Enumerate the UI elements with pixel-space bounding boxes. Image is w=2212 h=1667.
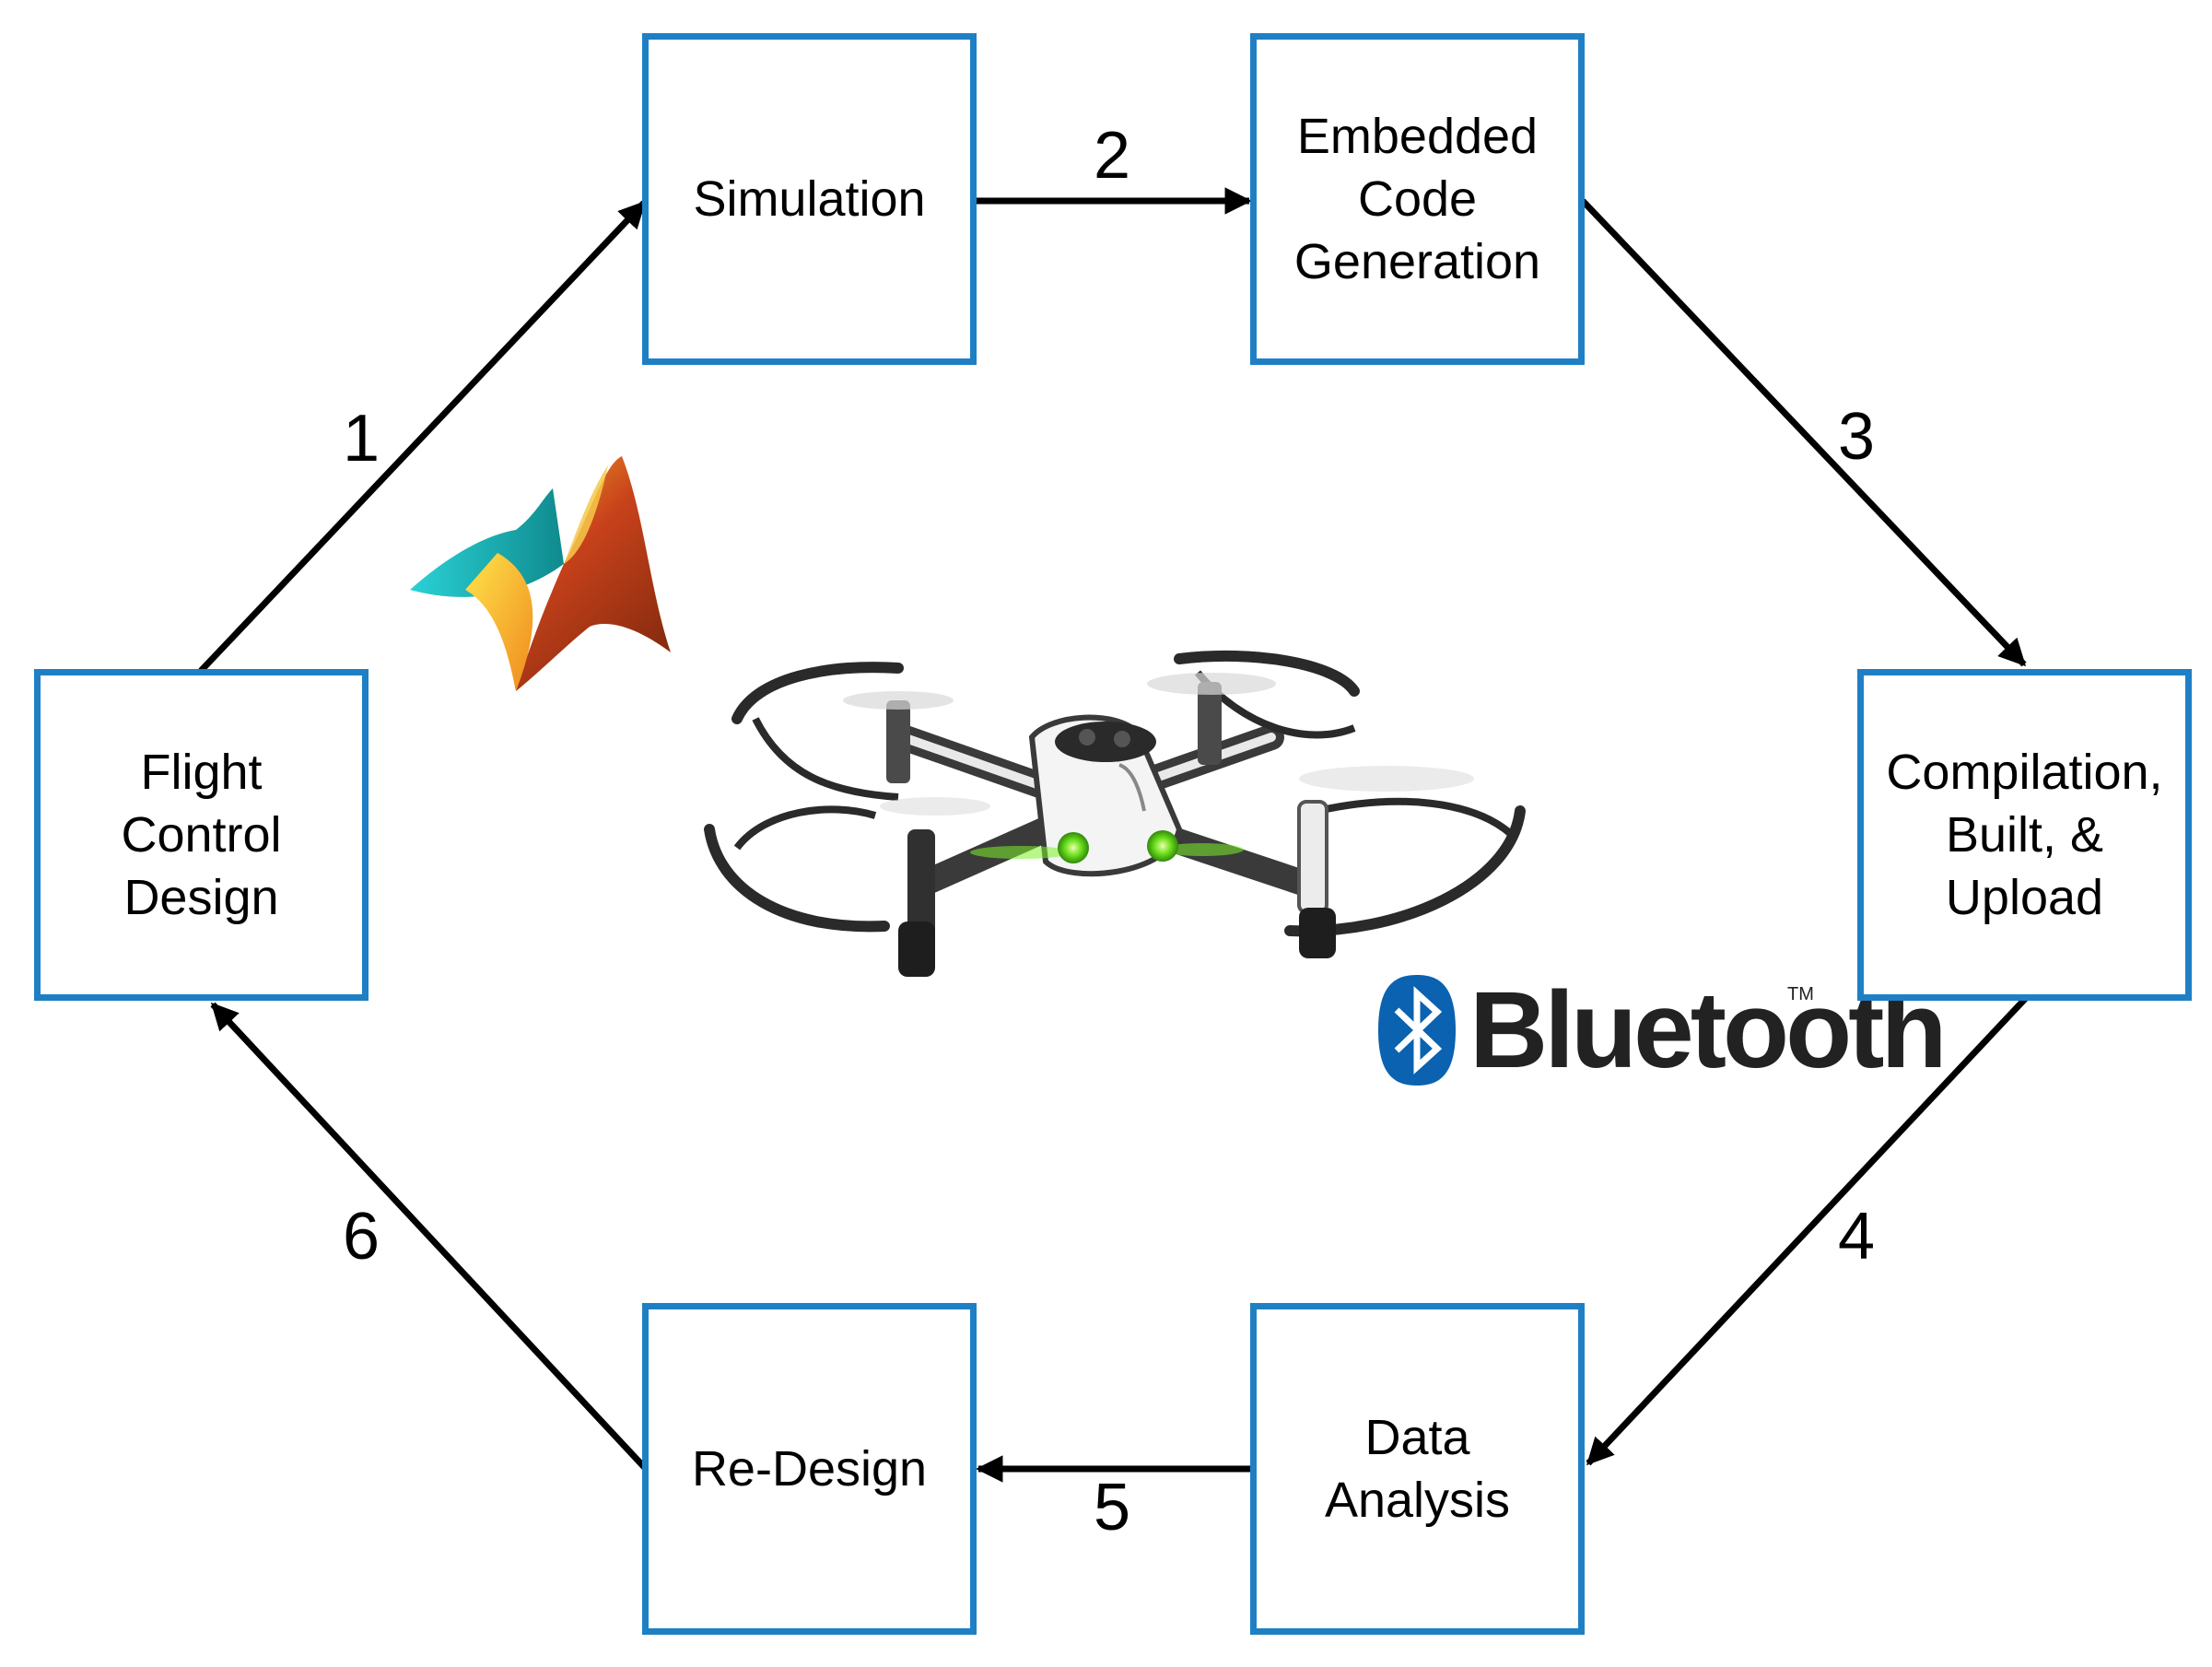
step-number-4: 4 bbox=[1838, 1200, 1876, 1274]
box-embedded-code-generation: Embedded Code Generation bbox=[1250, 33, 1585, 365]
box-label: Compilation, Built, & Upload bbox=[1886, 745, 2163, 925]
matlab-logo bbox=[410, 456, 671, 691]
box-data-analysis: Data Analysis bbox=[1250, 1303, 1585, 1635]
arrow-1 bbox=[198, 200, 647, 674]
box-label: Embedded Code Generation bbox=[1293, 109, 1541, 289]
step-number-6: 6 bbox=[343, 1200, 380, 1274]
box-flight-control-design: Flight Control Design bbox=[34, 669, 369, 1001]
step-number-3: 3 bbox=[1838, 400, 1876, 474]
arrow-3 bbox=[1580, 198, 2027, 667]
box-compilation-built-upload: Compilation, Built, & Upload bbox=[1857, 669, 2192, 1001]
step-number-1: 1 bbox=[343, 402, 380, 475]
arrow-4 bbox=[1586, 995, 2029, 1466]
box-label: Flight Control Design bbox=[121, 745, 282, 925]
box-re-design: Re-Design bbox=[642, 1303, 977, 1635]
step-number-5: 5 bbox=[1094, 1471, 1131, 1544]
box-label: Data Analysis bbox=[1324, 1410, 1511, 1528]
step-number-2: 2 bbox=[1094, 119, 1131, 193]
bluetooth-trademark: TM bbox=[1787, 984, 1814, 1004]
box-simulation: Simulation bbox=[642, 33, 977, 365]
arrow-6 bbox=[210, 1002, 649, 1472]
box-label: Re-Design bbox=[691, 1441, 928, 1497]
box-label: Simulation bbox=[693, 171, 926, 227]
drone-illustration bbox=[704, 650, 1526, 977]
